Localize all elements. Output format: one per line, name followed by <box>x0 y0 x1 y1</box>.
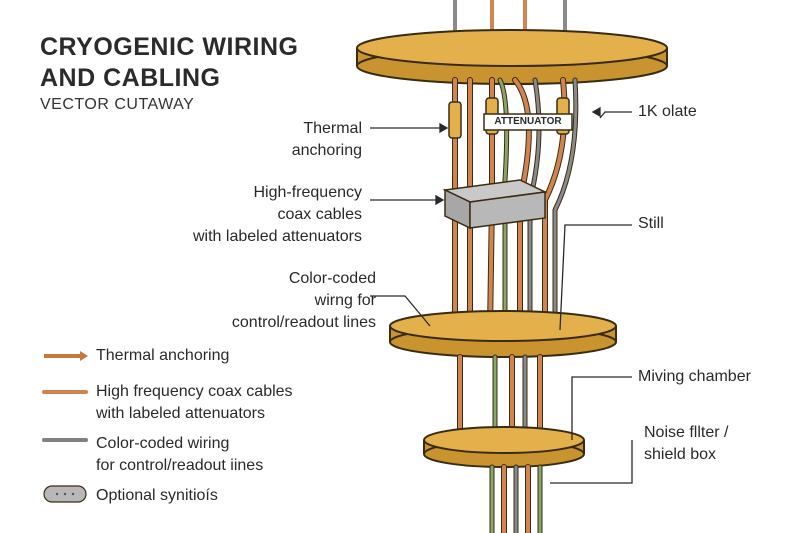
callout-mixing-chamber: Miving chamber <box>638 368 751 385</box>
title-line-2: AND CABLING <box>40 64 221 92</box>
diagram-subtitle: VECTOR CUTAWAY <box>40 96 195 113</box>
plate-1k <box>356 29 668 85</box>
leader-lines <box>370 106 633 484</box>
callout-still: Still <box>638 215 664 232</box>
attenuator-tag-label: ATTENUATOR <box>494 116 562 127</box>
title-line-1: CRYOGENIC WIRING <box>40 33 299 61</box>
plate-still <box>389 310 617 358</box>
diagram-title: CRYOGENIC WIRING AND CABLING <box>40 32 298 94</box>
noise-filter-box <box>442 179 548 230</box>
callout-noise-filter: Noise fllter / shield box <box>644 424 729 463</box>
callout-1k-plate: 1K olate <box>638 103 697 120</box>
callout-thermal-anchoring: Thermal anchoring <box>291 120 362 159</box>
callout-hf-coax: High-frequency coax cables with labeled … <box>193 184 362 245</box>
callout-color-coded: Color-coded wirng for control/readout li… <box>231 270 376 331</box>
legend-icons <box>42 351 88 503</box>
attenuator-tag <box>483 113 573 131</box>
plate-mixing-chamber <box>423 426 585 468</box>
